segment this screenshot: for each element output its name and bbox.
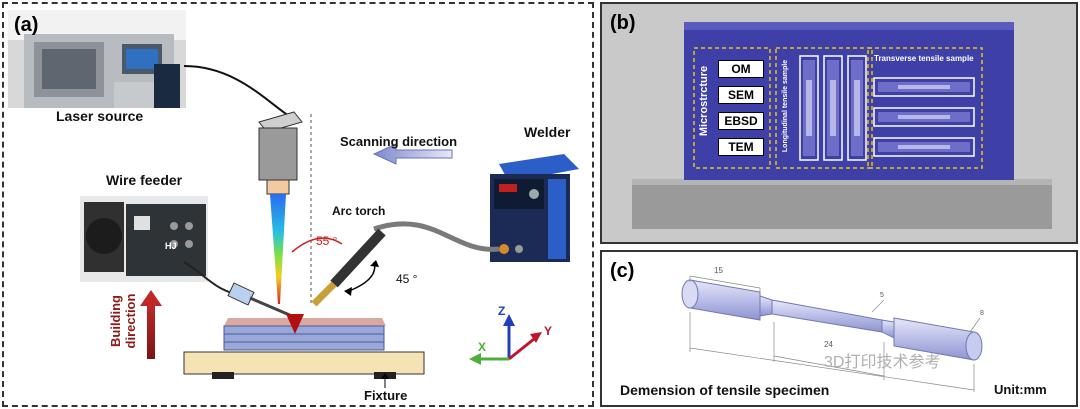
wire-nozzle — [227, 282, 293, 318]
setup-diagram — [8, 10, 579, 388]
arc-torch-label: Arc torch — [332, 204, 386, 218]
angle-45-label: 45 ° — [396, 272, 418, 286]
method-ebsd: EBSD — [718, 112, 764, 130]
wire-feeder-machine — [80, 196, 208, 282]
fiber-cable — [183, 65, 290, 117]
axis-y-label: Y — [544, 324, 553, 338]
panel-a-setup: (a) Laser source Wire feeder HJ Scanning… — [2, 2, 594, 407]
dimension-15: 15 — [714, 266, 723, 275]
substrate-plate — [183, 351, 425, 379]
longitudinal-specimens — [799, 55, 867, 161]
method-om: OM — [718, 60, 764, 78]
specimen-diagram — [681, 275, 983, 392]
deposit-layers — [223, 314, 386, 351]
laser-source-machine — [8, 10, 186, 128]
unit-label: Unit:mm — [994, 382, 1047, 397]
dimension-8: 8 — [980, 310, 984, 317]
specimen-caption: Demension of tensile specimen — [620, 382, 830, 398]
axis-x-label: X — [478, 340, 487, 354]
dimension-5: 5 — [880, 292, 884, 299]
fixture-label: Fixture — [364, 388, 408, 403]
axis-z-label: Z — [498, 304, 506, 318]
method-tem: TEM — [718, 138, 764, 156]
axis-y-line — [508, 337, 535, 361]
wire-feeder-badge: HJ — [165, 241, 177, 251]
tensile-specimen — [681, 279, 983, 361]
base-plate — [632, 179, 1052, 229]
building-direction-arrow — [140, 290, 162, 359]
method-sem: SEM — [718, 86, 764, 104]
welder-machine — [490, 154, 579, 262]
microstructure-group — [693, 47, 771, 169]
transverse-group — [867, 47, 983, 169]
scanning-arrow — [372, 143, 453, 165]
watermark: 3D打印技术参考 — [824, 354, 941, 371]
wire-feeder-label: Wire feeder — [106, 172, 183, 188]
longitudinal-title: Longitudinal tensile sample — [782, 59, 789, 153]
sampling-diagram — [632, 22, 1052, 229]
torch-cable — [373, 221, 500, 252]
building-direction-label: Building direction — [108, 293, 138, 349]
scanning-direction-label: Scanning direction — [340, 134, 458, 149]
panel-c-dimensions: (c) 15 24 5 8 3D打印技术参考 Demension of tens… — [600, 250, 1078, 407]
panel-b-sampling: (b) Microstrcture OM SEM EBSD TEM Longit… — [600, 2, 1078, 244]
dimension-lines — [689, 275, 981, 392]
laser-source-label: Laser source — [56, 108, 144, 124]
angle-arc-55 — [291, 237, 343, 253]
longitudinal-group — [775, 47, 873, 169]
dimension-24: 24 — [824, 340, 833, 349]
transverse-specimens — [873, 77, 975, 157]
panel-b-label: (b) — [610, 12, 636, 34]
laser-head — [258, 111, 303, 304]
microstructure-title: Microstrcture — [698, 65, 710, 137]
arc-torch — [311, 228, 386, 307]
panel-c-label: (c) — [610, 260, 635, 282]
transverse-title: Transverse tensile sample — [874, 54, 974, 63]
panel-a-label: (a) — [14, 14, 39, 36]
coordinate-axes — [469, 314, 542, 365]
welder-label: Welder — [524, 124, 571, 140]
angle-55-label: 55 ° — [316, 234, 338, 248]
